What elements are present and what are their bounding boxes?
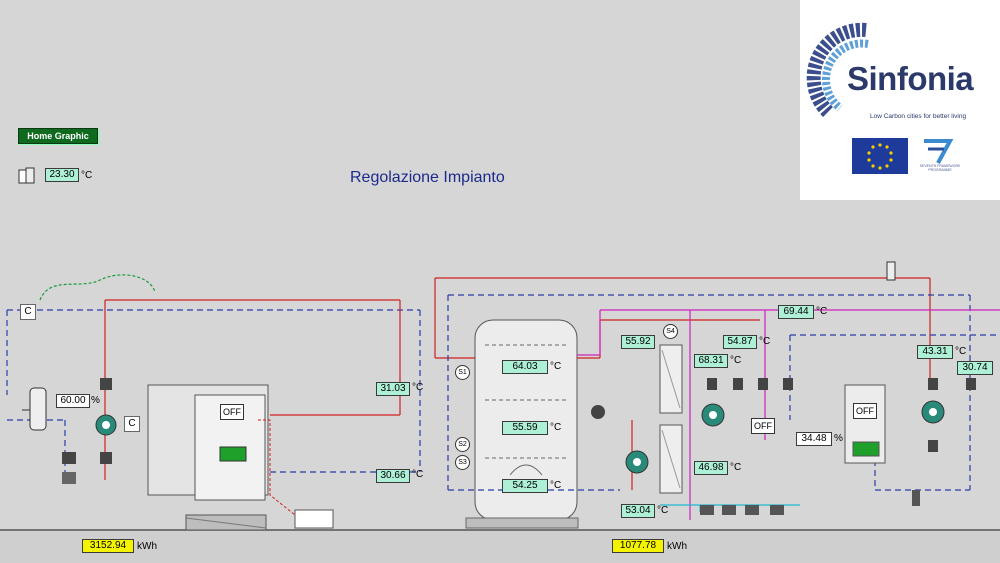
temp-46-98-unit: °C xyxy=(730,462,742,473)
expansion-vessel xyxy=(22,387,47,431)
logo-panel: Sinfonia Low Carbon cities for better li… xyxy=(800,0,1000,200)
temp-69-44: 69.44 xyxy=(778,305,814,319)
left-energy-counter: 3152.94 xyxy=(82,539,134,553)
right-valve-percent: 34.48 xyxy=(796,432,832,446)
boiler-flue xyxy=(258,419,296,516)
ground-band xyxy=(0,530,1000,563)
sensor-s3: S3 xyxy=(455,455,470,470)
left-return-temp-unit: °C xyxy=(412,469,424,480)
fp7-logo-icon xyxy=(924,139,954,164)
temp-54-87: 54.87 xyxy=(723,335,757,349)
temp-69-44-unit: °C xyxy=(816,306,828,317)
outdoor-temp-unit: °C xyxy=(81,170,93,181)
fp7-caption: SEVENTH FRAMEWORK PROGRAMME xyxy=(919,164,961,172)
temp-55-92: 55.92 xyxy=(621,335,655,349)
sinfonia-arc-icon xyxy=(806,22,869,117)
outdoor-temp: 23.30 xyxy=(45,168,79,182)
right-boiler xyxy=(844,384,886,464)
temp-43-31-unit: °C xyxy=(955,346,967,357)
temp-68-31: 68.31 xyxy=(694,354,728,368)
left-c-button[interactable]: C xyxy=(20,304,36,320)
eu-flag-icon xyxy=(852,138,908,174)
brand-name: Sinfonia xyxy=(847,60,974,97)
right-pumps xyxy=(591,378,976,474)
heat-exchangers xyxy=(659,344,683,494)
temp-46-98: 46.98 xyxy=(694,461,728,475)
left-supply-temp: 31.03 xyxy=(376,382,410,396)
storage-bottom-temp: 54.25 xyxy=(502,479,548,493)
left-pump-c-button[interactable]: C xyxy=(124,416,140,432)
temp-68-31-unit: °C xyxy=(730,355,742,366)
green-hose xyxy=(39,274,156,301)
left-supply-temp-unit: °C xyxy=(412,382,424,393)
sensor-s2: S2 xyxy=(455,437,470,452)
storage-mid-temp: 55.59 xyxy=(502,421,548,435)
right-energy-counter: 1077.78 xyxy=(612,539,664,553)
right-mid-off-button[interactable]: OFF xyxy=(751,418,775,434)
left-pump-group xyxy=(62,378,117,484)
left-valve-percent: 60.00 xyxy=(56,394,90,408)
brand-tagline: Low Carbon cities for better living xyxy=(870,113,967,120)
sensor-s1: S1 xyxy=(455,365,470,380)
right-energy-unit: kWh xyxy=(667,541,687,552)
home-graphic-button[interactable]: Home Graphic xyxy=(18,128,98,144)
right-return-pipes xyxy=(447,294,1000,491)
left-energy-unit: kWh xyxy=(137,541,157,552)
right-bottom-valves xyxy=(700,261,920,515)
temp-54-87-unit: °C xyxy=(759,336,771,347)
temp-30-74: 30.74 xyxy=(957,361,993,375)
right-valve-percent-unit: % xyxy=(834,433,843,444)
storage-bottom-temp-unit: °C xyxy=(550,480,562,491)
building-icon xyxy=(18,167,35,184)
left-valve-percent-unit: % xyxy=(91,395,100,406)
storage-top-temp: 64.03 xyxy=(502,360,548,374)
page-title: Regolazione Impianto xyxy=(350,169,505,186)
temp-43-31: 43.31 xyxy=(917,345,953,359)
temp-53-04: 53.04 xyxy=(621,504,655,518)
right-boiler-off-button[interactable]: OFF xyxy=(853,403,877,419)
sensor-s4: S4 xyxy=(663,324,678,339)
temp-53-04-unit: °C xyxy=(657,505,669,516)
left-boiler-off-button[interactable]: OFF xyxy=(220,404,244,420)
storage-mid-temp-unit: °C xyxy=(550,422,562,433)
left-boiler xyxy=(147,384,334,531)
left-return-temp: 30.66 xyxy=(376,469,410,483)
storage-top-temp-unit: °C xyxy=(550,361,562,372)
storage-tank xyxy=(465,319,579,529)
